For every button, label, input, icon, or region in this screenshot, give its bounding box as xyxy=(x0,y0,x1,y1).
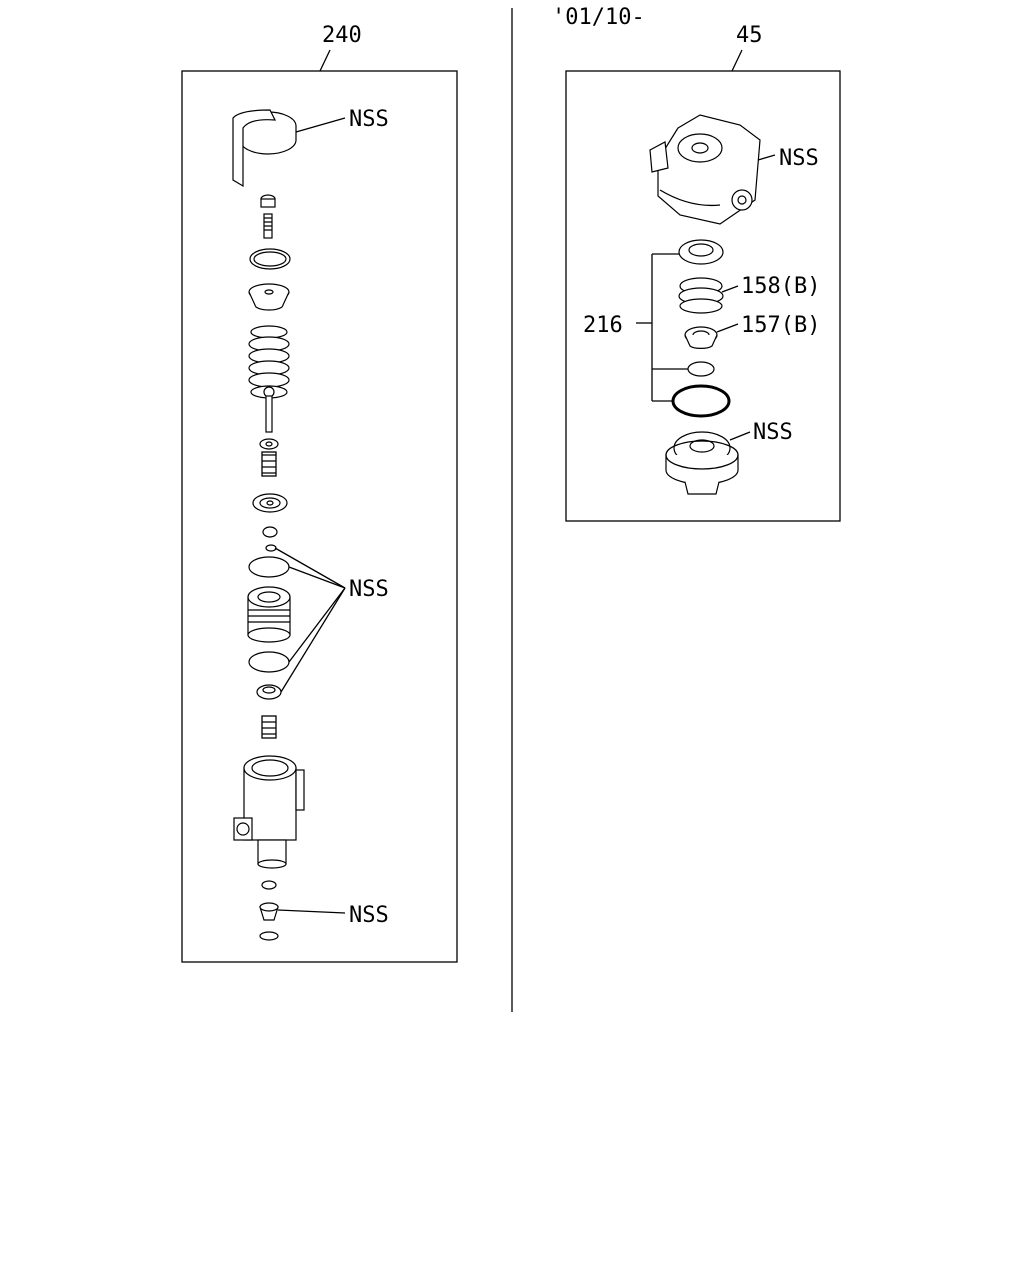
small-o-ring xyxy=(265,544,277,552)
right-ref-number: 45 xyxy=(736,23,763,48)
seal-group-callout: NSS xyxy=(349,577,389,602)
plug-leader xyxy=(277,909,346,914)
piston-part xyxy=(247,586,291,643)
bottom-plug-part xyxy=(259,902,279,921)
housing-part xyxy=(649,114,761,225)
kit-bracket xyxy=(636,253,688,402)
right-panel-frame xyxy=(565,70,841,522)
housing-callout: NSS xyxy=(779,146,819,171)
snap-ring-part xyxy=(249,248,291,270)
base-part xyxy=(665,431,739,495)
bottom-washer xyxy=(261,880,277,890)
spring-158-part xyxy=(678,277,724,314)
small-spring-part xyxy=(259,438,279,477)
date-code: '01/10- xyxy=(552,5,645,30)
base-callout: NSS xyxy=(753,420,793,445)
lower-spring-part xyxy=(261,715,277,739)
spring-158-callout: 158(B) xyxy=(741,274,820,299)
seat-part xyxy=(262,526,278,538)
retainer-part xyxy=(248,283,290,311)
large-spring-part xyxy=(248,325,290,399)
left-panel-frame xyxy=(181,70,458,963)
cap-part xyxy=(232,109,297,188)
valve-body-part xyxy=(233,755,305,869)
bottom-clip xyxy=(259,931,279,941)
nut-part xyxy=(260,194,276,239)
valve-157-callout: 157(B) xyxy=(741,313,820,338)
small-o-ring-right xyxy=(687,361,715,377)
left-ref-number: 240 xyxy=(322,23,362,48)
top-washer-part xyxy=(678,239,724,265)
washer-part xyxy=(252,493,288,513)
left-ref-leader xyxy=(319,49,331,72)
pin-part xyxy=(263,386,275,433)
valve-157-part xyxy=(684,326,718,350)
o-ring-upper xyxy=(248,556,290,578)
plug-callout: NSS xyxy=(349,903,389,928)
valve-157-leader xyxy=(716,323,739,333)
kit-callout: 216 xyxy=(583,313,623,338)
base-leader xyxy=(729,431,751,441)
seal-part xyxy=(256,684,282,700)
right-ref-leader xyxy=(731,49,743,72)
seal-group-leaders xyxy=(274,547,346,693)
cap-callout: NSS xyxy=(349,107,389,132)
cap-leader xyxy=(295,117,346,133)
o-ring-lower xyxy=(248,651,290,673)
spring-158-leader xyxy=(721,285,739,293)
housing-leader xyxy=(757,154,776,161)
large-o-ring-right xyxy=(671,384,731,418)
